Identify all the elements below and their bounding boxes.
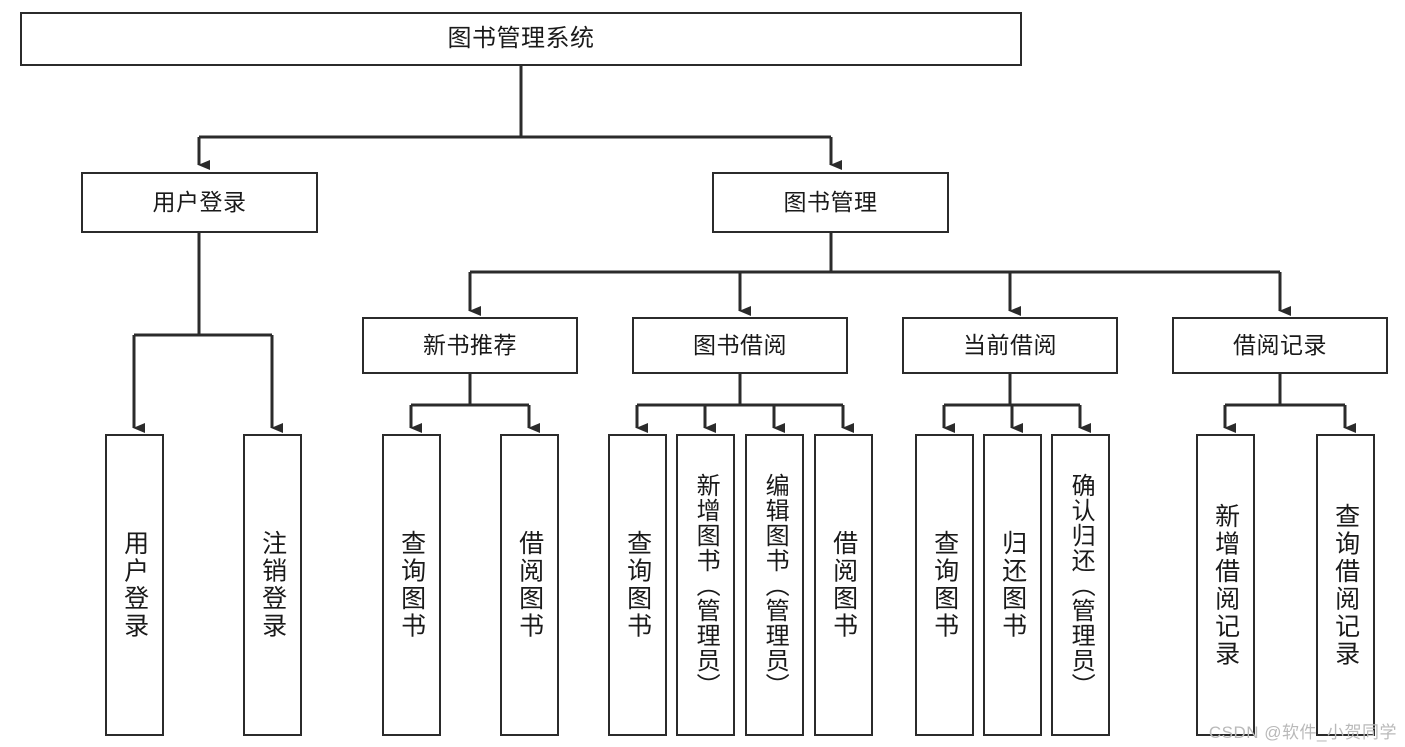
watermark: CSDN @软件_小贺同学	[1208, 723, 1397, 742]
leaf-user-login[interactable]: 用户登录	[105, 434, 164, 736]
node-label: 查询图书	[930, 530, 959, 640]
leaf-record-query[interactable]: 查询借阅记录	[1316, 434, 1375, 736]
leaf-borrow-edit-book[interactable]: 编辑图书（管理员）	[745, 434, 804, 736]
node-book-management[interactable]: 图书管理	[712, 172, 949, 233]
node-label: 借阅记录	[1233, 331, 1327, 358]
node-label: 借阅图书	[515, 530, 544, 640]
node-label: 新书推荐	[423, 331, 517, 358]
node-label: 图书管理系统	[447, 24, 595, 52]
node-label: 归还图书	[998, 530, 1027, 640]
node-borrow-record[interactable]: 借阅记录	[1172, 317, 1388, 374]
node-current-borrow[interactable]: 当前借阅	[902, 317, 1118, 374]
node-label: 新增图书（管理员）	[692, 472, 720, 698]
node-label: 查询图书	[397, 530, 426, 640]
leaf-new-book-query[interactable]: 查询图书	[382, 434, 441, 736]
leaf-borrow-borrow-book[interactable]: 借阅图书	[814, 434, 873, 736]
leaf-current-return-book[interactable]: 归还图书	[983, 434, 1042, 736]
node-label: 图书管理	[783, 188, 878, 215]
node-label: 用户登录	[120, 530, 149, 640]
leaf-borrow-add-book[interactable]: 新增图书（管理员）	[676, 434, 735, 736]
leaf-borrow-query-book[interactable]: 查询图书	[608, 434, 667, 736]
leaf-user-logout[interactable]: 注销登录	[243, 434, 302, 736]
node-label: 查询借阅记录	[1331, 502, 1360, 668]
node-label: 用户登录	[152, 188, 247, 215]
leaf-current-confirm-return[interactable]: 确认归还（管理员）	[1051, 434, 1110, 736]
node-label: 确认归还（管理员）	[1067, 472, 1095, 698]
node-label: 新增借阅记录	[1211, 502, 1240, 668]
node-label: 当前借阅	[963, 331, 1057, 358]
node-label: 图书借阅	[693, 331, 787, 358]
node-root-system[interactable]: 图书管理系统	[20, 12, 1022, 66]
node-label: 查询图书	[623, 530, 652, 640]
node-new-book-recommend[interactable]: 新书推荐	[362, 317, 578, 374]
node-user-login[interactable]: 用户登录	[81, 172, 318, 233]
leaf-current-query-book[interactable]: 查询图书	[915, 434, 974, 736]
leaf-record-add[interactable]: 新增借阅记录	[1196, 434, 1255, 736]
node-book-borrow[interactable]: 图书借阅	[632, 317, 848, 374]
node-label: 注销登录	[258, 530, 287, 640]
leaf-new-book-borrow[interactable]: 借阅图书	[500, 434, 559, 736]
node-label: 编辑图书（管理员）	[761, 472, 789, 698]
node-label: 借阅图书	[829, 530, 858, 640]
